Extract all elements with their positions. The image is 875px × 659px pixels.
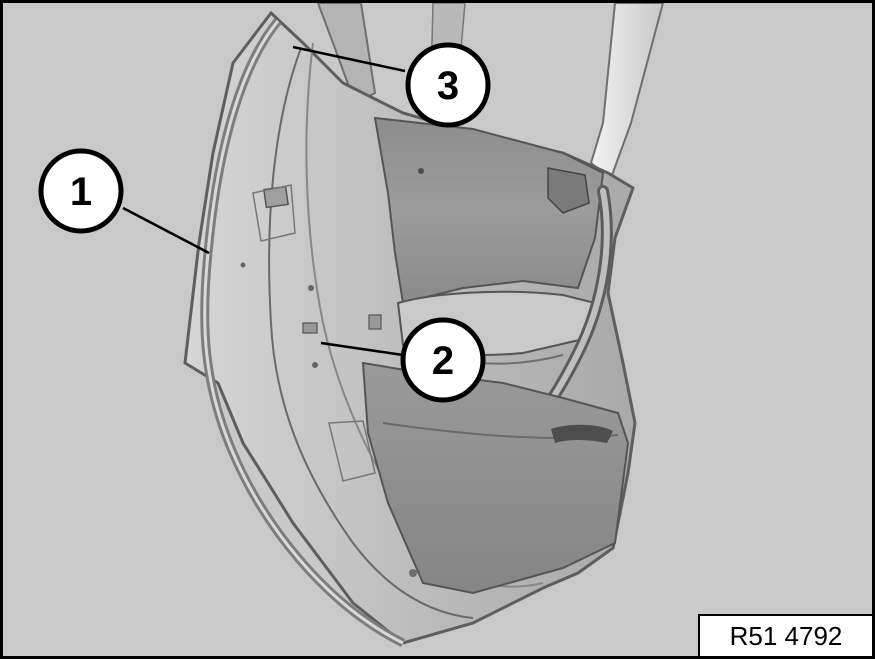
callout-1-label: 1 bbox=[70, 170, 92, 214]
lower-panel bbox=[361, 361, 630, 595]
callout-2-label: 2 bbox=[432, 339, 454, 383]
reference-number: R51 4792 bbox=[698, 614, 872, 656]
handle-recess bbox=[547, 167, 590, 214]
speaker-slot bbox=[551, 424, 613, 443]
leader-line-2 bbox=[320, 341, 404, 357]
rear-window-pillar bbox=[589, 3, 665, 180]
callout-2: 2 bbox=[400, 317, 486, 403]
leader-line-1 bbox=[122, 206, 210, 255]
callout-1: 1 bbox=[38, 148, 124, 234]
callout-3-label: 3 bbox=[437, 64, 459, 108]
leader-line-3 bbox=[292, 45, 406, 73]
door-drawing: 1 2 3 bbox=[38, 3, 665, 648]
inner-upper-panel bbox=[373, 116, 605, 305]
callout-3: 3 bbox=[405, 42, 491, 128]
